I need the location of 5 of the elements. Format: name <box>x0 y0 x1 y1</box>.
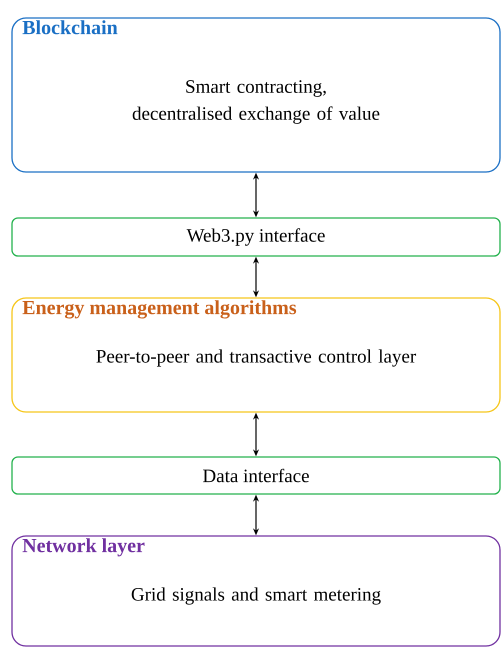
layer-box: Blockchain Smart contracting, decentralised exchange of value <box>11 17 501 173</box>
layer-box: Energy management algorithms Peer-to-peer and transactive control layer <box>11 297 501 413</box>
layer-box: Network layer Grid signals and smart metering <box>11 535 501 647</box>
layer-box: Data interface <box>11 456 501 495</box>
layer-box: Web3.py interface <box>11 217 501 257</box>
